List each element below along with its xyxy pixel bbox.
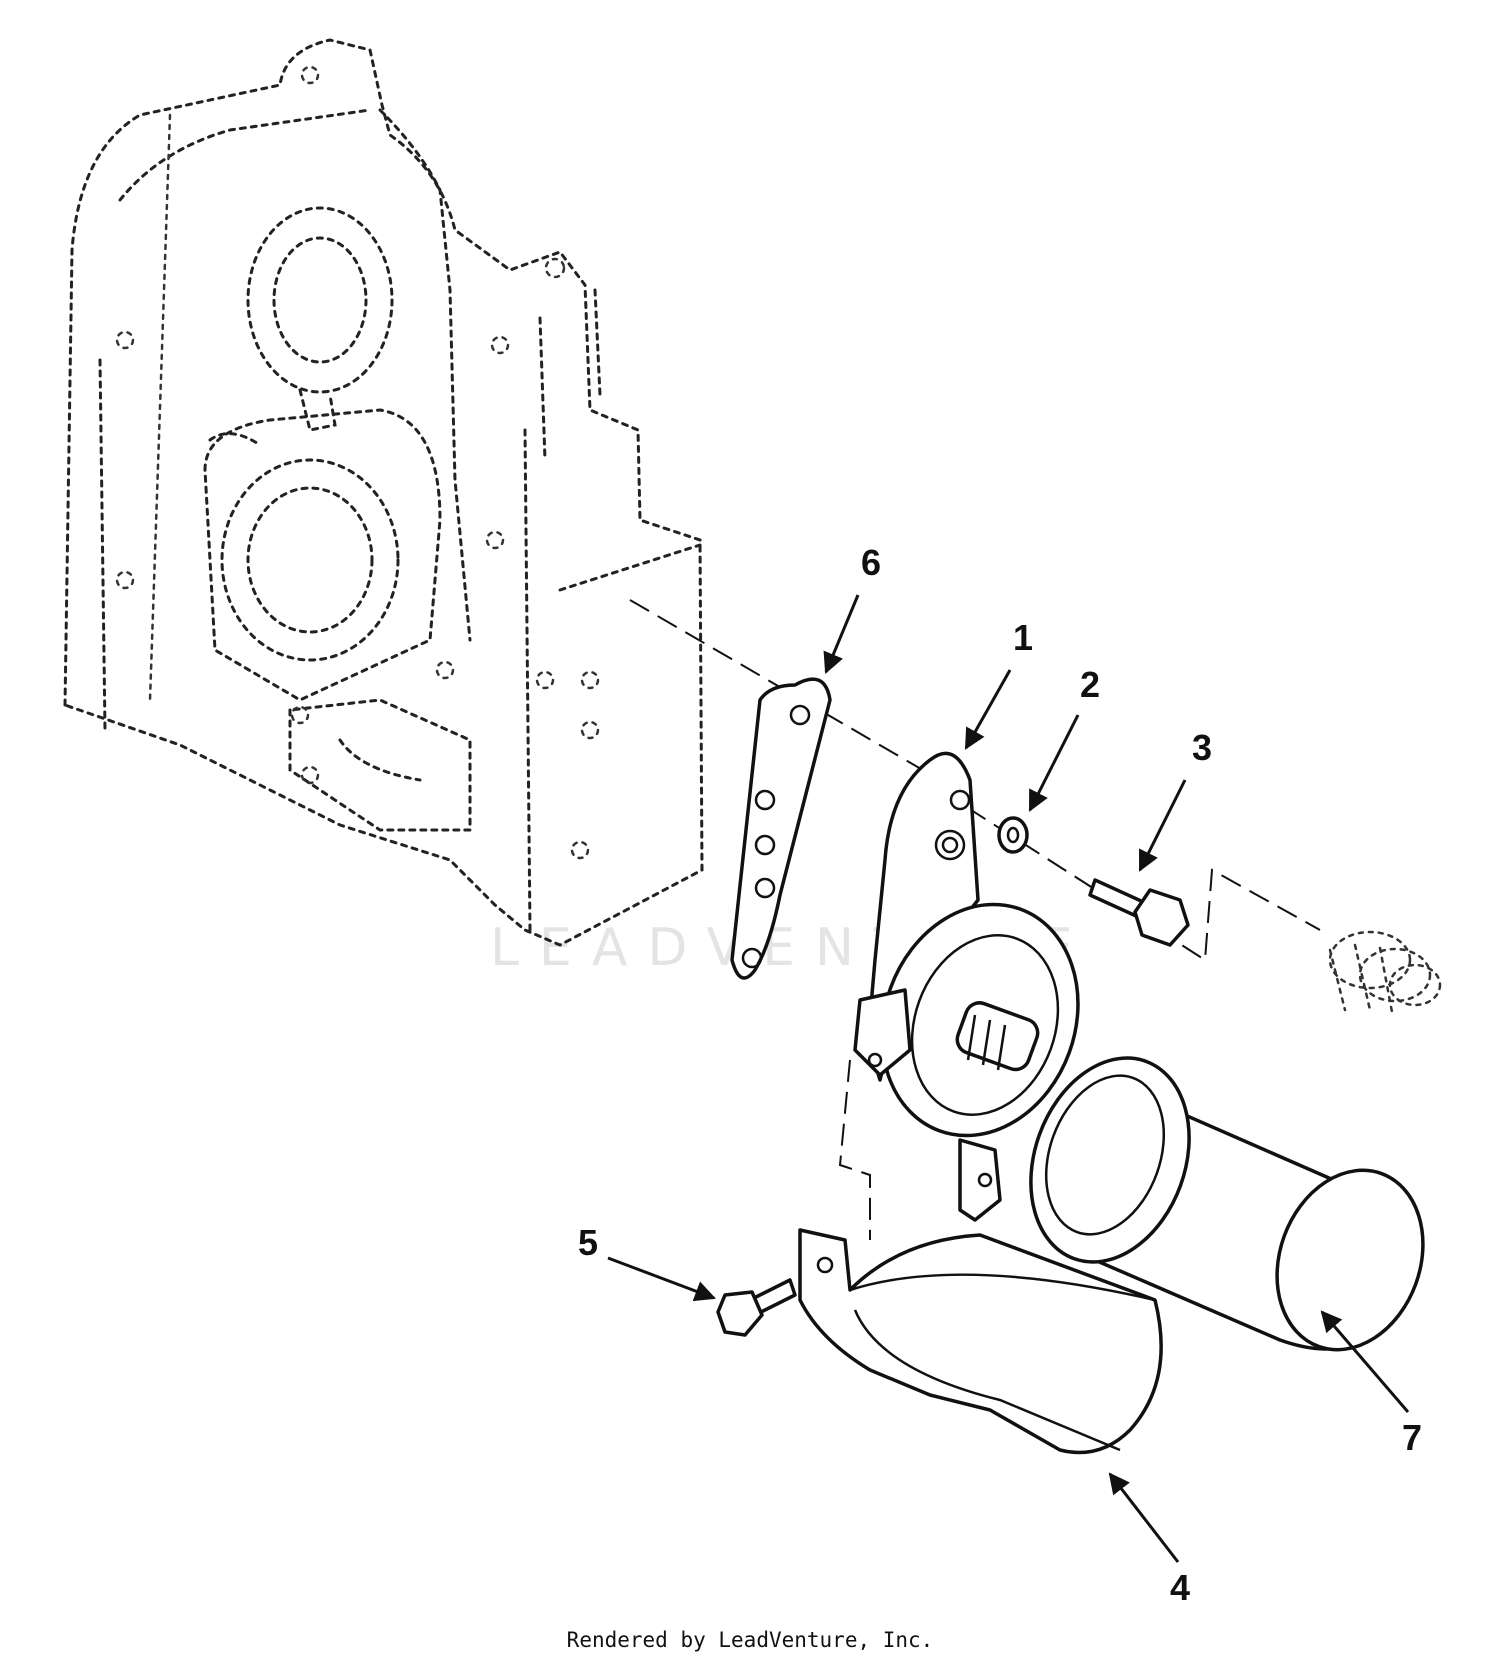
callout-6: 6 (861, 542, 881, 583)
bolt-part-upper (1088, 878, 1190, 947)
oil-filter-part (1029, 1056, 1425, 1352)
render-credit: Rendered by LeadVenture, Inc. (566, 1628, 934, 1652)
gasket-part (730, 677, 832, 980)
callout-1: 1 (1013, 617, 1033, 658)
leader-arrow-2 (1028, 714, 1080, 812)
alignment-line-lower (838, 1059, 871, 1240)
callout-5: 5 (578, 1222, 598, 1263)
threaded-fitting-outline (1328, 930, 1442, 1014)
bolt-part-lower (716, 1278, 797, 1337)
filter-shield-part (798, 1138, 1163, 1455)
callout-2: 2 (1080, 664, 1100, 705)
leader-arrow-5 (607, 1256, 716, 1302)
washer-part (997, 816, 1029, 854)
callout-4: 4 (1170, 1567, 1190, 1608)
leader-arrow-6 (823, 594, 860, 674)
engine-housing-outline (63, 38, 704, 947)
callout-7: 7 (1402, 1417, 1422, 1458)
leader-arrow-4 (1108, 1472, 1180, 1563)
leader-arrow-1 (964, 669, 1012, 750)
filter-adapter-part (853, 751, 1080, 1138)
alignment-line-bolt (939, 789, 1321, 962)
leader-arrow-3 (1138, 779, 1187, 872)
leader-arrow-7 (1320, 1310, 1410, 1413)
callout-3: 3 (1192, 727, 1212, 768)
